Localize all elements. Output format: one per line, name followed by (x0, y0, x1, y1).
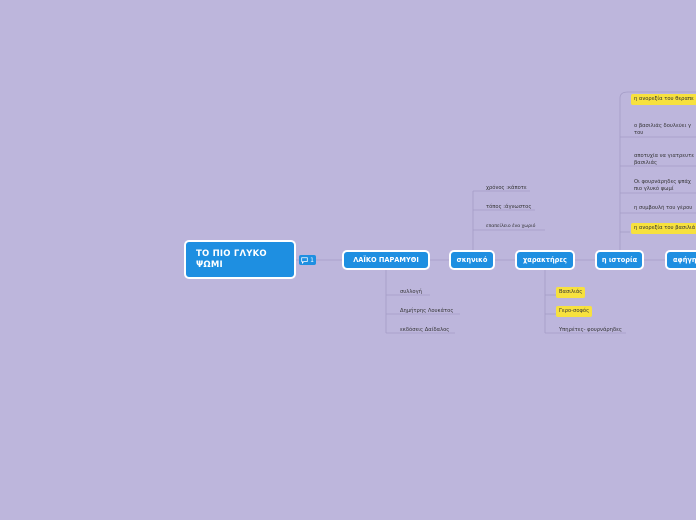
leaf-time[interactable]: χρόνος :κάποτε (486, 185, 527, 191)
leaf-village[interactable]: επαπείλειο ένα χωριό (486, 224, 536, 229)
leaf-story-5[interactable]: η συμβουλή του γέρου (634, 205, 693, 211)
topic-label: χαρακτήρες (523, 256, 567, 264)
leaf-author[interactable]: Δημήτρης Λουκάτος (400, 308, 454, 314)
leaf-story-6[interactable]: η ανορεξία του βασιλιά (631, 223, 696, 234)
leaf-place[interactable]: τόπος :άγνωστος (486, 204, 532, 210)
topic-afigisi[interactable]: αφήγη (665, 250, 696, 270)
topic-label: ΛΑΪΚΟ ΠΑΡΑΜΥΘΙ (353, 256, 419, 264)
topic-istoria[interactable]: η ιστορία (595, 250, 644, 270)
leaf-story-3[interactable]: αποτυχία να γιατρευτε βασιλιάς (634, 153, 695, 166)
leaf-wise-old-man[interactable]: Γερο-σοφός (556, 306, 593, 317)
leaf-king[interactable]: Βασιλιάς (556, 287, 586, 298)
comment-count: 1 (310, 256, 314, 264)
leaf-publisher[interactable]: εκδόσεις Δαίδαλος (400, 327, 450, 333)
leaf-story-4[interactable]: Οι φουρνάρηδες ψπάχ πιο γλυκό ψωμί (634, 179, 691, 192)
topic-laiko-paramythi[interactable]: ΛΑΪΚΟ ΠΑΡΑΜΥΘΙ (342, 250, 430, 270)
comment-badge[interactable]: 1 (299, 255, 316, 265)
root-title: ΤΟ ΠΙΟ ΓΛΥΚΟ ΨΩΜΙ (196, 249, 267, 270)
topic-skiniko[interactable]: σκηνικό (449, 250, 495, 270)
leaf-story-2[interactable]: ο βασιλιάς δουλεύει γ του (634, 123, 692, 136)
leaf-syllogi[interactable]: συλλογή (400, 289, 422, 295)
topic-label: σκηνικό (456, 256, 488, 264)
topic-label: η ιστορία (601, 256, 638, 264)
topic-label: αφήγη (673, 256, 696, 264)
leaf-servants[interactable]: Υπηρέτες- φουρνάρηδες (559, 327, 622, 333)
leaf-story-1[interactable]: η ανορεξία του θεραπε (631, 94, 696, 105)
comment-icon (301, 256, 308, 264)
root-topic[interactable]: ΤΟ ΠΙΟ ΓΛΥΚΟ ΨΩΜΙ (184, 240, 296, 279)
topic-xaraktires[interactable]: χαρακτήρες (515, 250, 575, 270)
